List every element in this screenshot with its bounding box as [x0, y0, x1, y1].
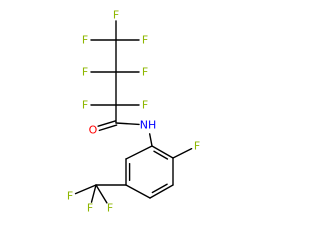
atom-label-f8: F: [194, 140, 200, 153]
atom-label-o1: O: [89, 124, 98, 137]
bond-r2-f8: [172, 147, 193, 159]
bond-n1-r1: [148, 133, 153, 147]
bond-r3-r4-inner: [151, 183, 168, 194]
bond-c5-f10: [90, 184, 97, 203]
atom-label-f9: F: [67, 190, 73, 203]
atom-label-f2: F: [82, 34, 88, 47]
atom-label-n1: NH: [140, 119, 157, 132]
bond-r3-r4: [149, 184, 174, 199]
bond-c4-o1-second: [98, 124, 118, 132]
bond-c4-n1: [115, 122, 140, 126]
bond-c5-f11: [95, 184, 108, 204]
bond-r1-r2: [151, 145, 174, 159]
bond-c5-f9: [74, 184, 97, 195]
bond-c4-o1: [97, 120, 117, 127]
bond-r4-r5: [125, 184, 151, 199]
atom-label-f3: F: [142, 34, 148, 47]
atom-label-f11: F: [107, 202, 113, 215]
atom-label-f10: F: [87, 202, 93, 215]
atom-label-f5: F: [142, 66, 148, 79]
bond-r6-r1: [125, 145, 153, 160]
atom-label-f4: F: [82, 66, 88, 79]
atom-label-f7: F: [142, 99, 148, 112]
bonds-layer: [74, 20, 193, 204]
bond-r1-r2-inner: [153, 150, 169, 160]
atom-label-f6: F: [82, 99, 88, 112]
atom-label-f1: F: [113, 9, 119, 22]
